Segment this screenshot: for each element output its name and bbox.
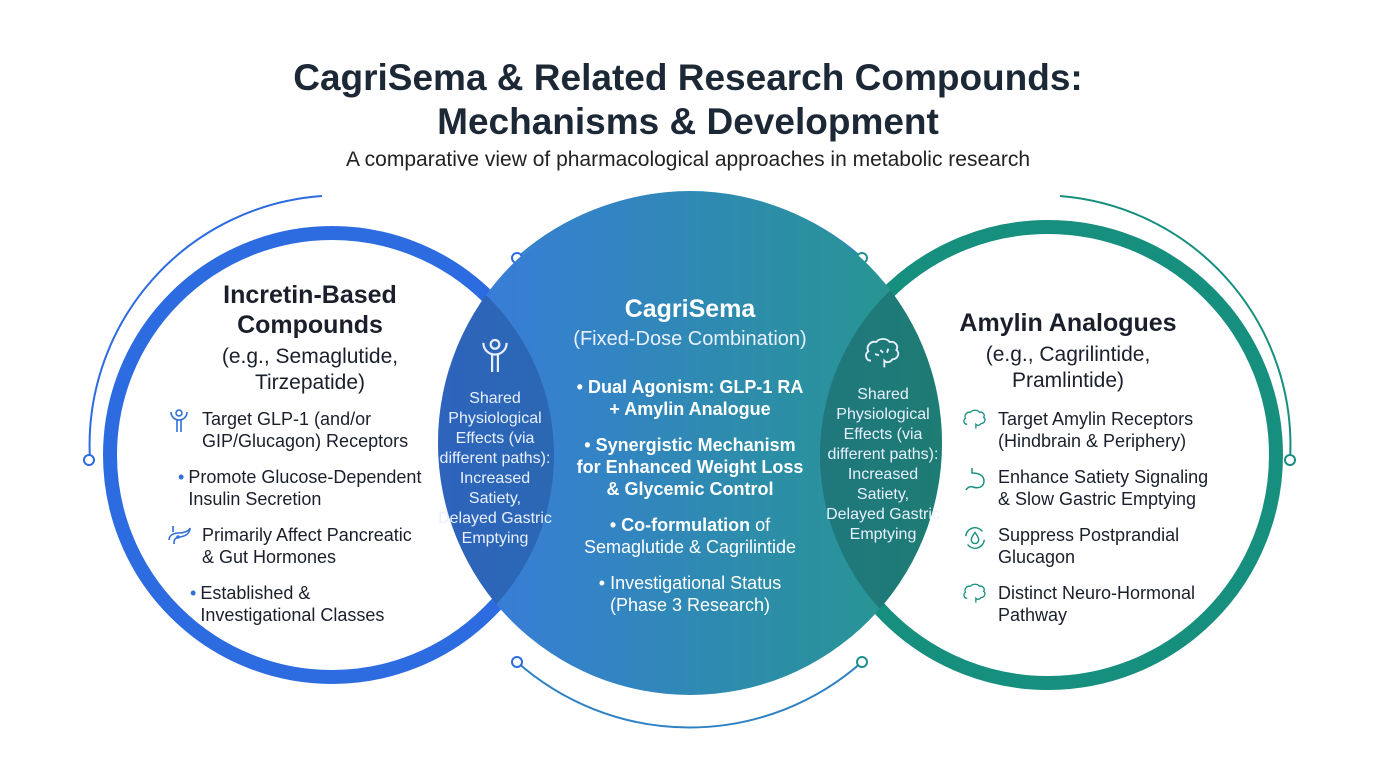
incretin-header: Incretin-Based Compounds (e.g., Semaglut… — [221, 281, 399, 394]
list-item: • Investigational Status(Phase 3 Researc… — [598, 573, 782, 615]
middle-bottom-arc — [516, 661, 863, 729]
cagrisema-circle — [438, 191, 942, 695]
bullet-icon: • — [178, 467, 185, 487]
page-subtitle: A comparative view of pharmacological ap… — [345, 148, 1031, 171]
amylin-header: Amylin Analogues (e.g., Cagrilintide, Pr… — [959, 309, 1177, 392]
arc-dot — [1284, 454, 1296, 466]
amylin-list: Target Amylin Receptors(Hindbrain & Peri… — [962, 408, 1222, 626]
left-outer-arc — [88, 195, 323, 461]
droplet-cycle-icon — [962, 524, 988, 552]
person-receptor-icon — [166, 408, 192, 434]
page-title: CagriSema & Related Research Compounds: … — [293, 57, 1083, 142]
arc-dot — [83, 454, 95, 466]
right-outer-arc — [1059, 195, 1292, 461]
bullet-icon: • — [190, 583, 197, 603]
list-item: • Dual Agonism: GLP-1 RA+ Amylin Analogu… — [576, 377, 804, 419]
stomach-icon — [962, 466, 988, 492]
brain-icon — [863, 338, 903, 376]
cagrisema-section: CagriSema (Fixed-Dose Combination) • Dua… — [560, 294, 820, 616]
arc-dot — [856, 656, 868, 668]
list-item: • Established &Investigational Classes — [190, 583, 385, 625]
brain-icon — [962, 408, 988, 432]
list-item: Enhance Satiety Signaling& Slow Gastric … — [962, 466, 1222, 510]
person-receptor-icon — [479, 338, 511, 380]
list-item: Primarily Affect Pancreatic& Gut Hormone… — [166, 524, 446, 568]
arc-dot — [511, 656, 523, 668]
list-item: Target Amylin Receptors(Hindbrain & Peri… — [962, 408, 1222, 452]
cagrisema-heading: CagriSema — [624, 295, 756, 323]
brain-icon — [962, 582, 988, 606]
pancreas-icon — [166, 524, 192, 550]
